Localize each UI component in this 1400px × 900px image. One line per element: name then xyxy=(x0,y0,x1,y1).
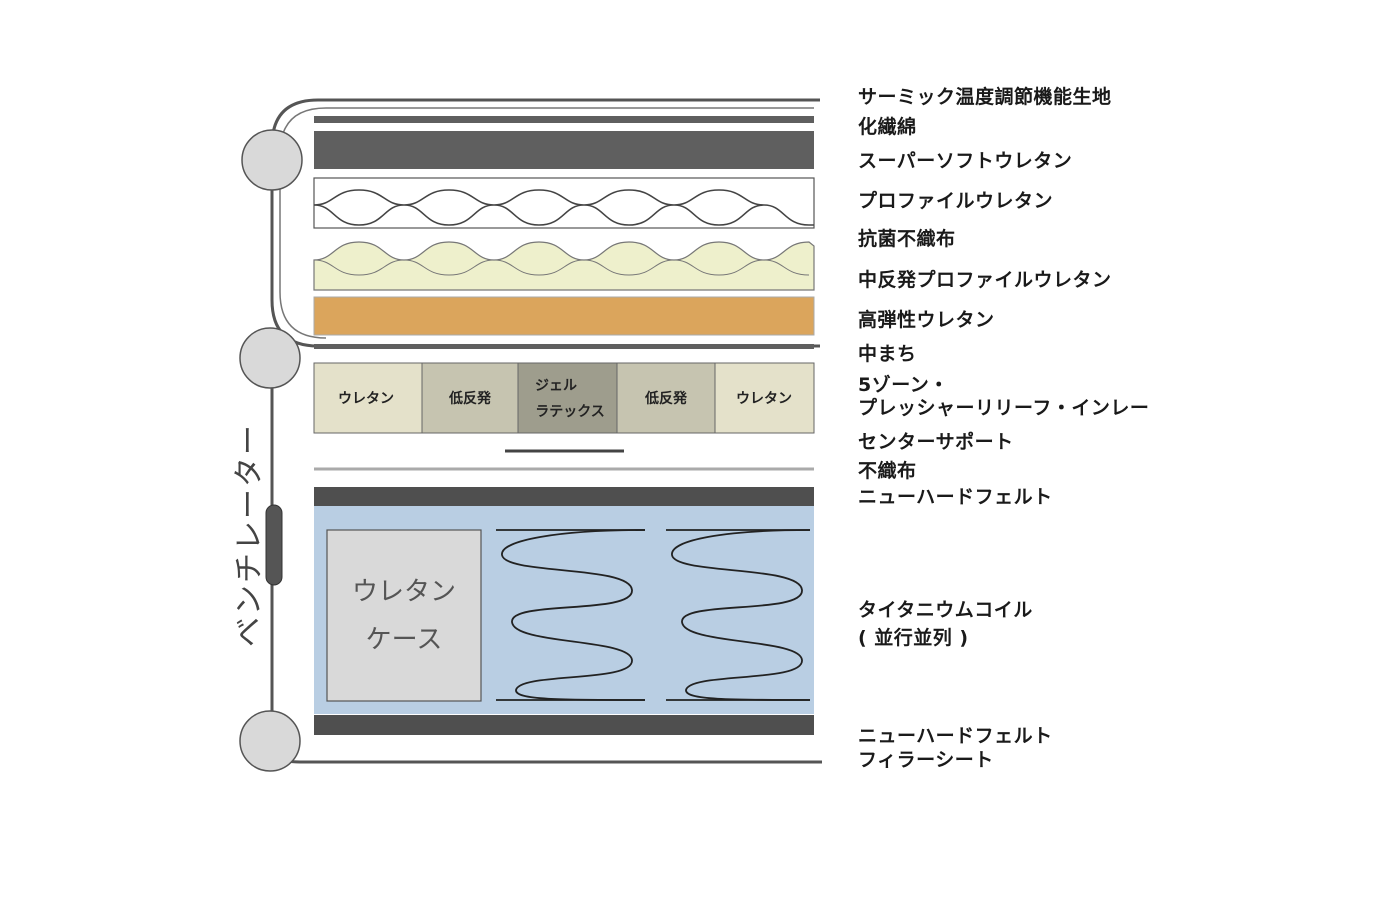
zone-gel-latex xyxy=(517,362,618,434)
label-antibacterial-nonwoven: 抗菌不織布 xyxy=(858,228,956,250)
high-resilience-urethane-band xyxy=(313,296,815,336)
zone-urethane-right xyxy=(714,362,815,434)
label-filler-sheet: フィラーシート xyxy=(858,749,994,771)
new-hard-felt-bottom-band xyxy=(314,715,814,735)
label-high-resilience-urethane: 高弾性ウレタン xyxy=(858,309,995,331)
urethane-case xyxy=(326,529,482,702)
ventilator-circle-bottom xyxy=(239,710,301,772)
zone-label-gel: ジェル xyxy=(535,378,577,394)
super-soft-urethane-band xyxy=(314,131,814,169)
ventilator-capsule xyxy=(265,504,283,586)
ventilator-label: ベンチレーター xyxy=(232,423,267,647)
label-profile-urethane: プロファイルウレタン xyxy=(858,190,1054,212)
bottom-cover-outline xyxy=(268,741,822,764)
zone-label-urethane-right: ウレタン xyxy=(736,391,792,407)
coil-spring-1 xyxy=(496,529,646,701)
coil-spring-2 xyxy=(666,529,811,701)
new-hard-felt-top-band xyxy=(314,487,814,506)
profile-urethane-box xyxy=(313,177,815,229)
label-nonwoven: 不織布 xyxy=(858,460,917,482)
label-super-soft-urethane: スーパーソフトウレタン xyxy=(858,150,1073,172)
zone-urethane-left xyxy=(313,362,423,434)
zone-label-latex: ラテックス xyxy=(535,404,605,420)
label-titanium-coil-1: タイタニウムコイル xyxy=(858,599,1033,621)
label-titanium-coil-2: ( 並行並列 ) xyxy=(858,627,969,649)
zone-label-low-rebound-right: 低反発 xyxy=(644,390,688,407)
nakamachi-band xyxy=(314,344,814,349)
ventilator-label-box: ベンチレーター xyxy=(226,420,267,650)
urethane-case-label-1: ウレタン xyxy=(352,577,456,607)
label-synthetic-cotton: 化繊綿 xyxy=(858,116,917,138)
zone-label-low-rebound-left: 低反発 xyxy=(448,390,492,407)
profile-urethane-wave xyxy=(313,189,814,226)
label-nakamachi: 中まち xyxy=(858,343,917,365)
label-new-hard-felt-bottom: ニューハードフェルト xyxy=(858,725,1053,747)
label-center-support: センターサポート xyxy=(858,431,1014,453)
zone-label-urethane-left: ウレタン xyxy=(338,391,394,407)
label-thermic-fabric: サーミック温度調節機能生地 xyxy=(858,86,1112,108)
mid-rebound-inner-wave xyxy=(313,259,810,276)
ventilator-circle-top xyxy=(241,129,303,191)
label-mid-rebound-profile-urethane: 中反発プロファイルウレタン xyxy=(858,269,1112,291)
ventilator-circle-middle xyxy=(239,327,301,389)
mid-rebound-profile-urethane xyxy=(313,241,815,291)
label-new-hard-felt-top: ニューハードフェルト xyxy=(858,486,1053,508)
label-zone-inlay-1: 5ゾーン・ xyxy=(858,374,949,396)
synthetic-cotton-band xyxy=(314,116,814,123)
urethane-case-label-2: ケース xyxy=(366,625,443,655)
zone-inlay: ウレタン 低反発 ジェル ラテックス 低反発 ウレタン xyxy=(313,362,815,434)
label-zone-inlay-2: プレッシャーリリーフ・インレー xyxy=(858,397,1150,419)
top-cover-outline xyxy=(270,98,820,348)
